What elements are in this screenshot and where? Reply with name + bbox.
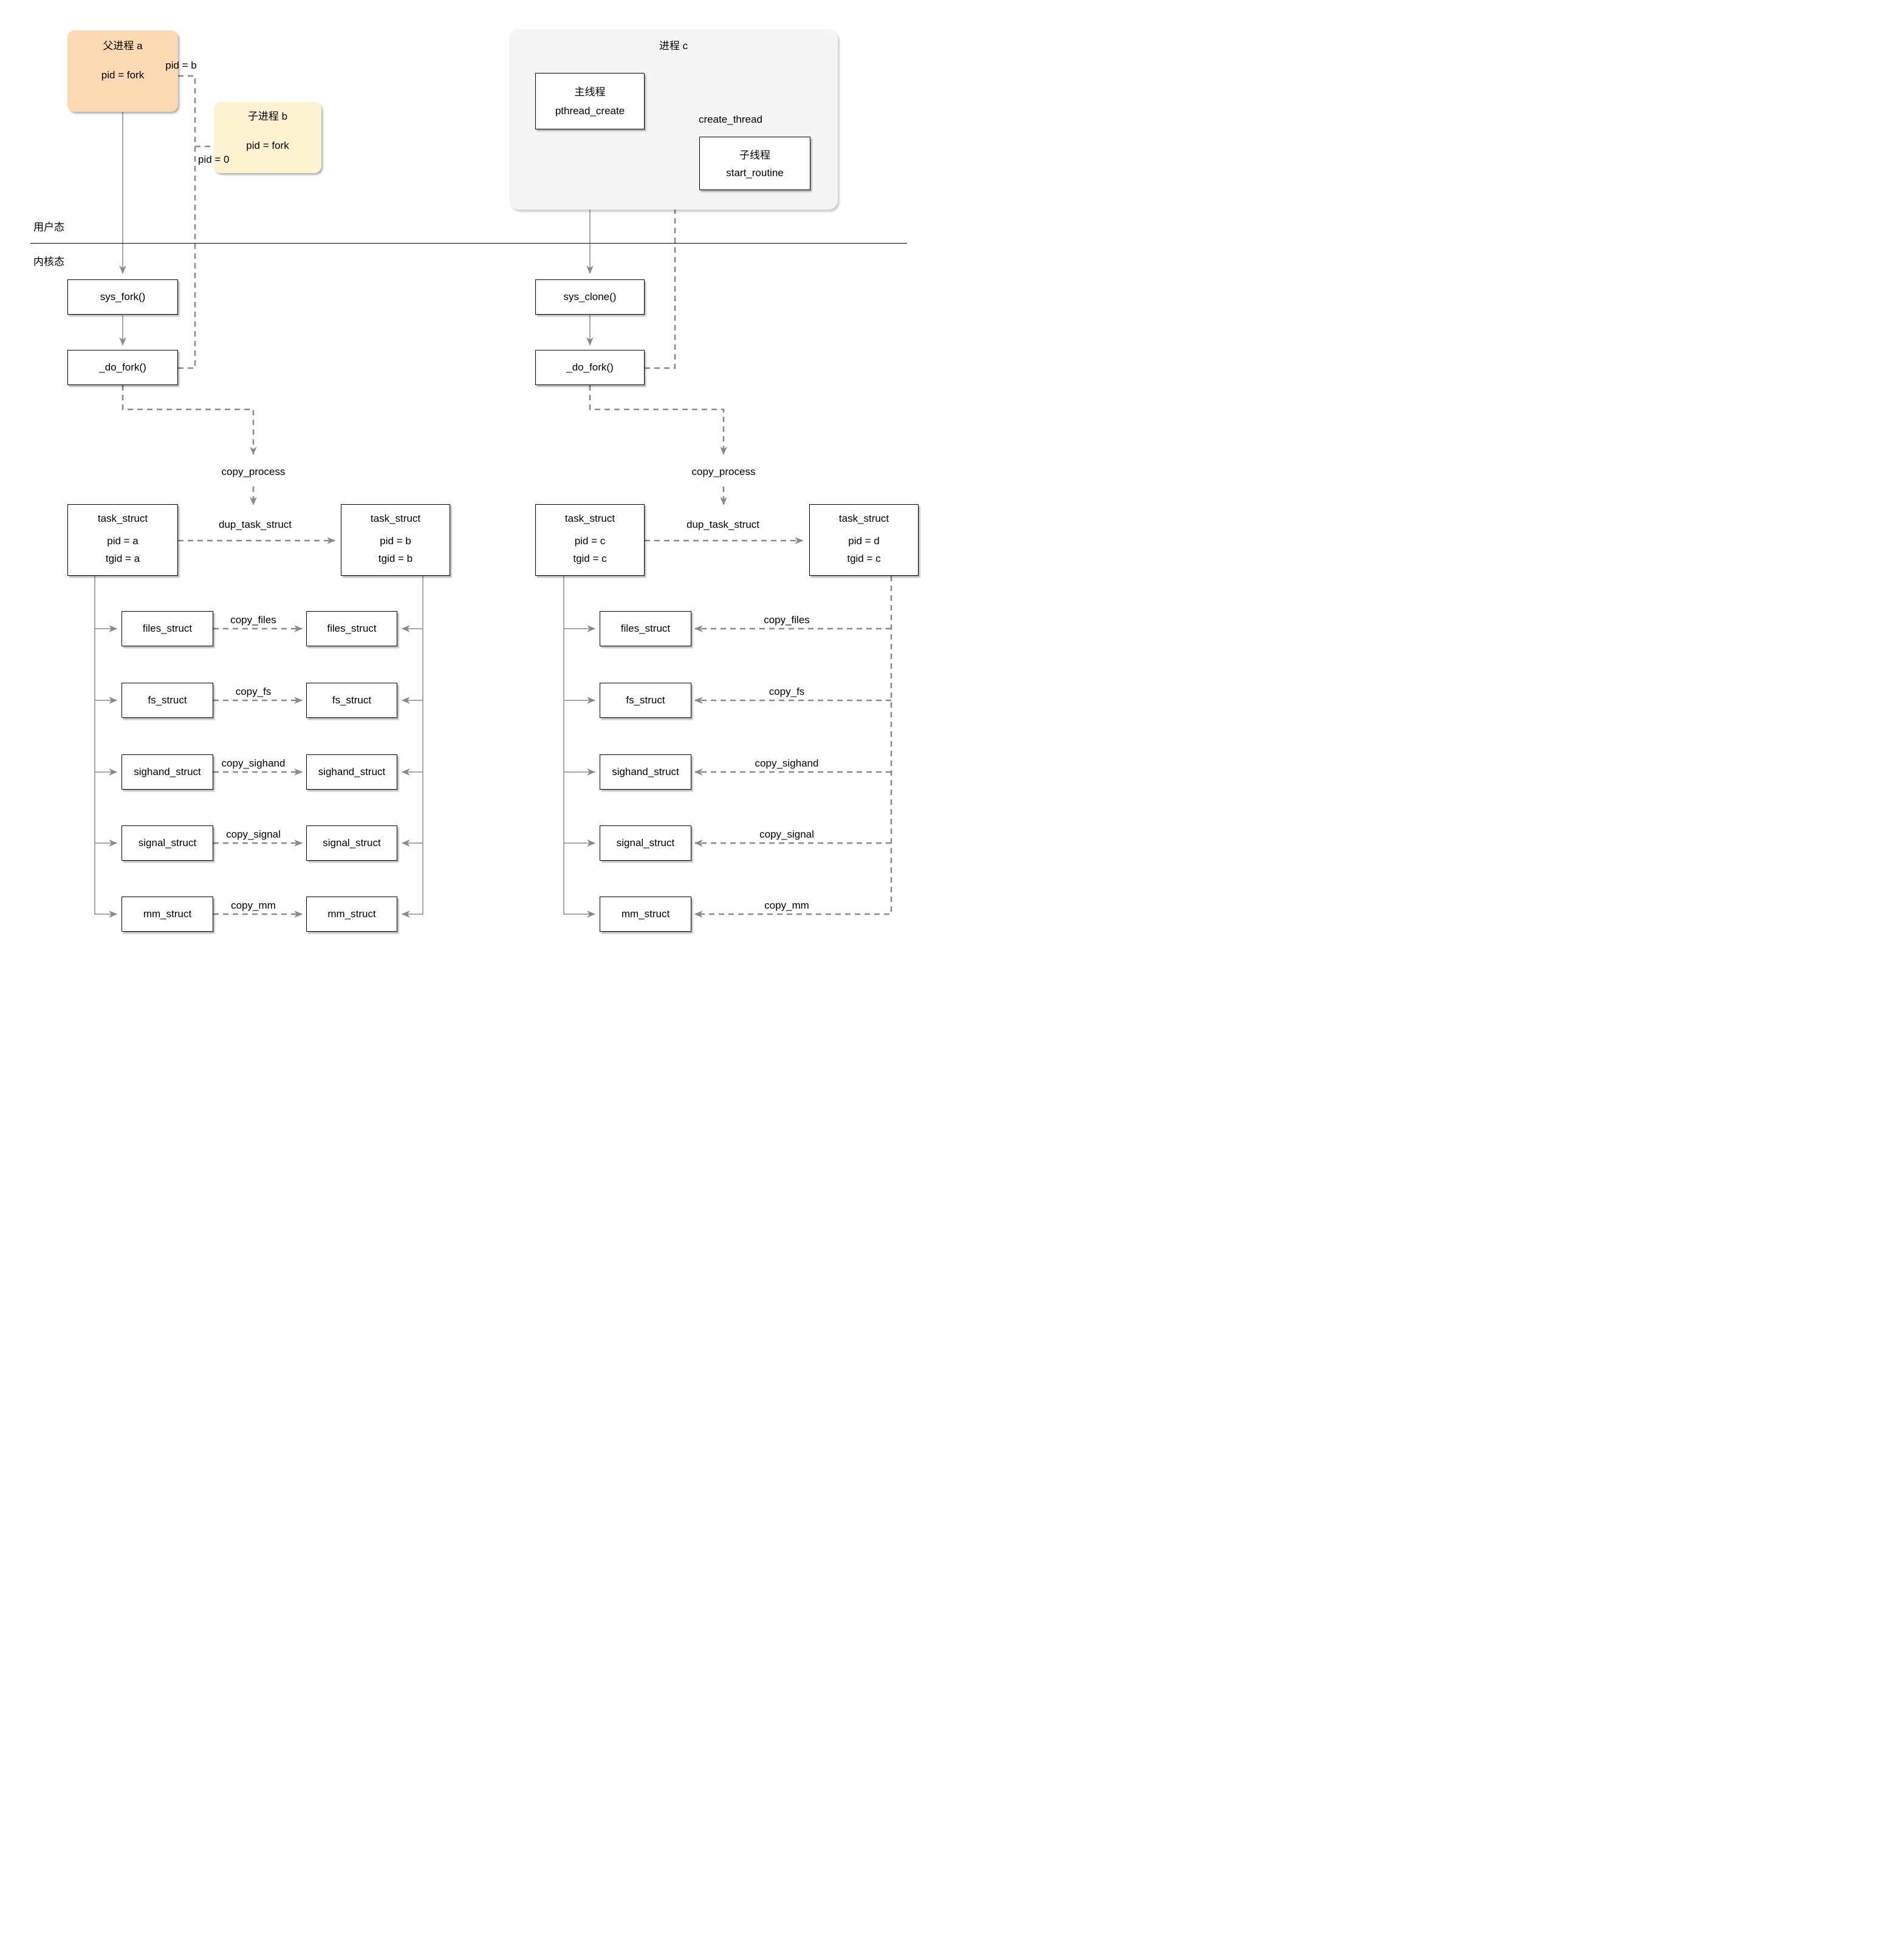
files-struct-a-box: files_struct (122, 611, 213, 646)
task-struct-c-tgid: tgid = c (573, 553, 607, 564)
kernel-mode-label: 内核态 (33, 256, 64, 268)
child-process-value: pid = fork (246, 140, 289, 151)
do-fork-left-box: _do_fork() (67, 350, 178, 385)
copy-signal-left-label: copy_signal (226, 829, 281, 840)
copy-sighand-left-label: copy_sighand (221, 757, 286, 769)
mm-struct-a-box: mm_struct (122, 897, 213, 932)
task-b-spine (401, 576, 423, 918)
mm-struct-b-box: mm_struct (306, 897, 397, 932)
create-thread-label: create_thread (699, 114, 762, 125)
user-kernel-divider (30, 243, 907, 244)
sys-fork-box: sys_fork() (67, 279, 178, 315)
task-struct-d-box: task_struct pid = d tgid = c (809, 504, 919, 576)
task-struct-a-pid: pid = a (107, 535, 139, 547)
user-mode-label: 用户态 (33, 221, 64, 233)
task-struct-b-title: task_struct (370, 513, 421, 524)
dofork-to-copyprocess-left (122, 385, 257, 456)
process-c-title: 进程 c (659, 40, 688, 52)
copy-files-left-label: copy_files (230, 614, 276, 626)
parent-process-box: 父进程 a pid = fork (67, 30, 178, 112)
copy-mm-left-label: copy_mm (231, 900, 276, 911)
child-thread-title: 子线程 (739, 149, 770, 161)
pid-0-return-label: pid = 0 (198, 154, 230, 165)
files-struct-c-box: files_struct (600, 611, 691, 646)
clone-return-create-thread (645, 116, 697, 369)
sighand-struct-c-box: sighand_struct (600, 754, 691, 790)
child-thread-box: 子线程 start_routine (699, 137, 810, 190)
copy-process-left-label: copy_process (221, 466, 286, 477)
fork-return-to-parent (156, 72, 196, 369)
pid-b-return-label: pid = b (165, 60, 197, 71)
task-struct-d-pid: pid = d (848, 535, 880, 547)
copy-mm-right-label: copy_mm (764, 900, 809, 911)
diagram-canvas: 用户态 内核态 进程 c 父进程 a pid = fork 子进程 b pid … (0, 0, 952, 976)
do-fork-right-box: _do_fork() (535, 350, 645, 385)
task-struct-d-title: task_struct (838, 513, 889, 524)
copy-signal-right-label: copy_signal (759, 829, 814, 840)
copy-fs-left-label: copy_fs (235, 686, 272, 697)
fs-struct-a-box: fs_struct (122, 683, 213, 718)
task-struct-c-box: task_struct pid = c tgid = c (535, 504, 645, 576)
child-process-title: 子进程 b (247, 111, 288, 122)
child-thread-value: start_routine (726, 167, 784, 179)
task-struct-a-box: task_struct pid = a tgid = a (67, 504, 178, 576)
main-thread-title: 主线程 (574, 86, 606, 98)
signal-struct-b-box: signal_struct (306, 825, 397, 861)
task-struct-b-box: task_struct pid = b tgid = b (341, 504, 450, 576)
task-struct-c-pid: pid = c (574, 535, 606, 547)
sys-clone-box: sys_clone() (535, 279, 645, 315)
copy-fs-right-label: copy_fs (769, 686, 805, 697)
parent-process-value: pid = fork (101, 69, 145, 81)
main-thread-box: 主线程 pthread_create (535, 73, 645, 129)
task-struct-b-pid: pid = b (380, 535, 411, 547)
parent-process-title: 父进程 a (103, 40, 143, 52)
task-struct-c-title: task_struct (564, 513, 615, 524)
connector-layer (94, 72, 892, 918)
dup-task-struct-right-label: dup_task_struct (686, 519, 760, 530)
copy-sighand-right-label: copy_sighand (755, 757, 819, 769)
sighand-struct-a-box: sighand_struct (122, 754, 213, 790)
sighand-struct-b-box: sighand_struct (306, 754, 397, 790)
mm-struct-c-box: mm_struct (600, 897, 691, 932)
copy-files-right-label: copy_files (764, 614, 810, 626)
task-a-spine (94, 576, 118, 918)
signal-struct-c-box: signal_struct (600, 825, 691, 861)
dofork-to-copyprocess-right (589, 385, 727, 456)
task-struct-a-tgid: tgid = a (105, 553, 140, 564)
copy-process-right-label: copy_process (691, 466, 756, 477)
signal-struct-a-box: signal_struct (122, 825, 213, 861)
task-struct-a-title: task_struct (97, 513, 148, 524)
task-struct-b-tgid: tgid = b (378, 553, 413, 564)
task-c-spine (563, 576, 596, 918)
fs-struct-c-box: fs_struct (600, 683, 691, 718)
main-thread-value: pthread_create (555, 105, 625, 117)
task-d-spine (694, 576, 892, 918)
task-struct-d-tgid: tgid = c (847, 553, 881, 564)
dup-task-struct-left-label: dup_task_struct (218, 519, 292, 530)
fs-struct-b-box: fs_struct (306, 683, 397, 718)
child-process-box: 子进程 b pid = fork (214, 102, 321, 173)
files-struct-b-box: files_struct (306, 611, 397, 646)
